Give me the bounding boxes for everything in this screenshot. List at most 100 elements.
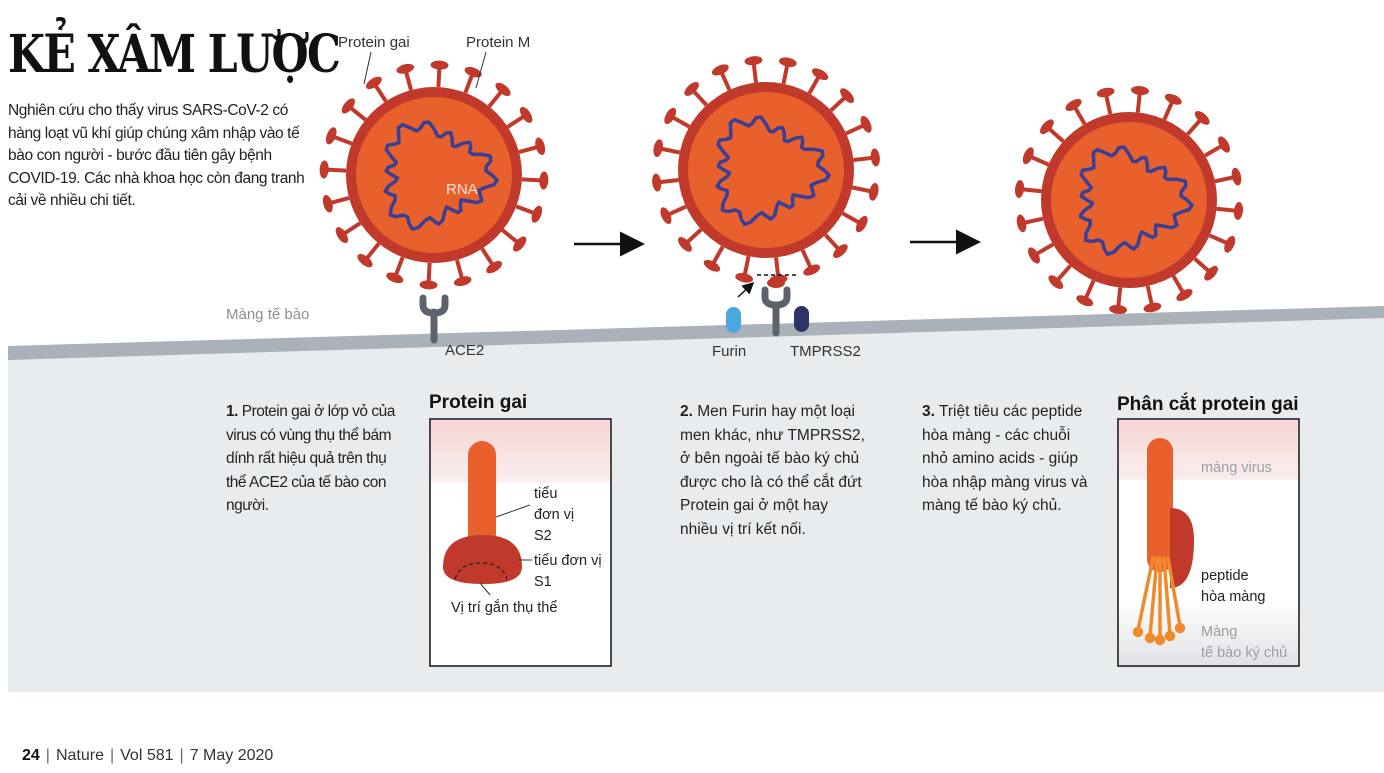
spike-cap	[325, 127, 337, 145]
fusion-peptide-label: peptide hòa màng	[1201, 566, 1266, 608]
fusion-peptides	[1132, 556, 1186, 646]
spike-cap	[1218, 136, 1230, 153]
spike-cap	[341, 98, 355, 114]
binding-site-label: Vị trí gắn thụ thể	[451, 600, 558, 616]
spike-cap	[319, 160, 329, 179]
spike-cap	[1164, 93, 1182, 105]
spike-cap	[1028, 247, 1040, 264]
spike-cap	[660, 207, 672, 225]
s2-label-line-1: tiểu	[534, 486, 558, 502]
host-cell	[8, 306, 1384, 692]
step-2-text: 2. Men Furin hay một loại men khác, như …	[680, 400, 865, 541]
spike-cap	[870, 148, 880, 167]
spike-cap	[519, 106, 533, 123]
ace2-label: ACE2	[445, 342, 485, 359]
virus-body	[1051, 122, 1207, 278]
spike-cap	[335, 227, 349, 244]
cleaved-s1-fragment	[767, 278, 785, 288]
spike-cap	[513, 236, 527, 252]
spike-cap	[1076, 295, 1094, 307]
spike-s2-stalk	[468, 441, 496, 549]
s2-label-line-3: S2	[534, 528, 552, 544]
spike-cap	[1224, 235, 1236, 253]
spike-cap	[464, 66, 482, 78]
spike-cap	[1109, 304, 1127, 315]
cell-membrane-label: Màng tế bào	[226, 306, 310, 323]
spike-cap	[1233, 202, 1244, 220]
protein-m-leader	[475, 51, 487, 89]
spike-cap	[744, 56, 763, 66]
spike-cap	[653, 139, 663, 158]
spike-cap	[1096, 87, 1115, 98]
receptor-binding-site	[454, 562, 508, 580]
spike-cap	[811, 68, 829, 81]
s2-label-line-2: đơn vị	[534, 507, 575, 523]
virus-stage-1	[319, 60, 549, 290]
host-membrane-label: Màng tế bào ký chủ	[1201, 622, 1287, 664]
spike-cap	[664, 107, 677, 125]
step-2-number: 2.	[680, 403, 693, 420]
protein-gai-label: Protein gai	[338, 34, 410, 51]
spike-cap	[703, 259, 721, 272]
journal-name: Nature	[55, 747, 104, 764]
spike-cap	[322, 194, 333, 213]
rna-label: RNA	[446, 181, 478, 198]
spike-cap	[1048, 275, 1064, 289]
host-membrane-line-2: tế bào ký chủ	[1201, 645, 1288, 661]
spike-cap	[539, 171, 549, 190]
ace2-receptor-stage-2	[761, 286, 791, 337]
fusion-peptide-line-1: peptide	[1201, 568, 1249, 584]
cleaved-s2-stalk	[1147, 438, 1173, 572]
spike-cap	[678, 237, 692, 252]
spike-cap	[778, 57, 797, 67]
fusion-peptide-line-2: hòa màng	[1201, 589, 1266, 605]
virus-stage-2	[652, 56, 880, 284]
step-2-description: Men Furin hay một loại men khác, như TMP…	[680, 403, 865, 538]
spike-cap	[1065, 99, 1082, 111]
spike-cap	[365, 76, 382, 90]
spike-cap	[531, 205, 543, 223]
spike-protein-box	[429, 418, 612, 667]
spike-cap	[1131, 85, 1149, 96]
spike-cap	[535, 137, 546, 156]
step-1-number: 1.	[226, 403, 238, 420]
spike-cap	[684, 82, 699, 96]
virus-membrane-label: màng virus	[1201, 460, 1272, 476]
spike-cap	[1016, 214, 1027, 233]
spike-cap	[386, 272, 404, 284]
spike-cap	[652, 173, 662, 192]
tmprss2-label: TMPRSS2	[790, 343, 861, 360]
step-3-number: 3.	[922, 403, 935, 420]
spike-cap	[840, 88, 854, 103]
spike-box-title: Protein gai	[429, 392, 528, 413]
spike-cap	[1022, 147, 1034, 165]
cleavage-arrow	[737, 281, 755, 298]
step-1-text: 1. Protein gai ở lớp vỏ của virus có vùn…	[226, 400, 406, 518]
step-3-description: Triệt tiêu các peptide hòa màng - các ch…	[922, 403, 1088, 514]
spike-cap	[860, 115, 872, 133]
spike-cap	[1014, 180, 1025, 198]
page-title: KẺ XÂM LƯỢC	[8, 24, 341, 85]
viral-rna	[715, 115, 831, 227]
spike-cap	[396, 63, 415, 74]
spike-cap	[430, 60, 449, 70]
protein-m-label: Protein M	[466, 34, 531, 51]
protein-gai-leader	[363, 51, 372, 85]
spike-cap	[803, 264, 821, 276]
furin-label: Furin	[712, 343, 747, 360]
spike-cap	[1194, 111, 1210, 125]
cleaved-s1-piece	[1170, 508, 1194, 588]
spike-cap	[419, 280, 438, 290]
s1-label-line-2: S1	[534, 574, 552, 590]
furin-enzyme	[726, 307, 741, 333]
s2-label: tiểu đơn vị S2	[534, 484, 574, 547]
spike-cap	[1143, 302, 1162, 313]
virus-body	[688, 92, 844, 248]
spike-cap	[1040, 119, 1054, 135]
spike-cap	[855, 215, 868, 233]
spike-cap	[1204, 265, 1218, 281]
step-3-text: 3. Triệt tiêu các peptide hòa màng - các…	[922, 400, 1097, 518]
viral-rna	[383, 120, 499, 232]
page-footer: 24|Nature|Vol 581|7 May 2020	[22, 747, 274, 764]
spike-cap	[833, 244, 848, 258]
